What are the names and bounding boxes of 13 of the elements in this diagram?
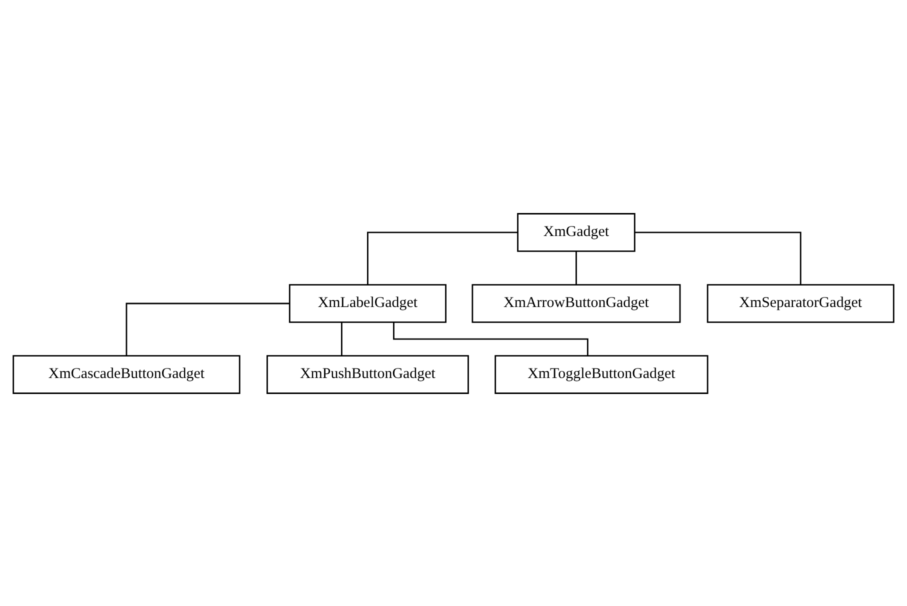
connector bbox=[341, 322, 342, 356]
node-box: XmPushButtonGadget bbox=[266, 354, 469, 394]
connector bbox=[576, 250, 577, 284]
node-box: XmToggleButtonGadget bbox=[494, 354, 708, 394]
node-box: XmCascadeButtonGadget bbox=[12, 354, 240, 394]
node-box: XmSeparatorGadget bbox=[706, 284, 894, 322]
node-box: XmLabelGadget bbox=[288, 284, 446, 322]
connector bbox=[367, 231, 518, 284]
connector bbox=[634, 231, 802, 284]
node-box: XmArrowButtonGadget bbox=[472, 284, 681, 322]
connector bbox=[393, 322, 588, 356]
node-box: XmGadget bbox=[517, 212, 636, 252]
connector bbox=[126, 302, 290, 356]
